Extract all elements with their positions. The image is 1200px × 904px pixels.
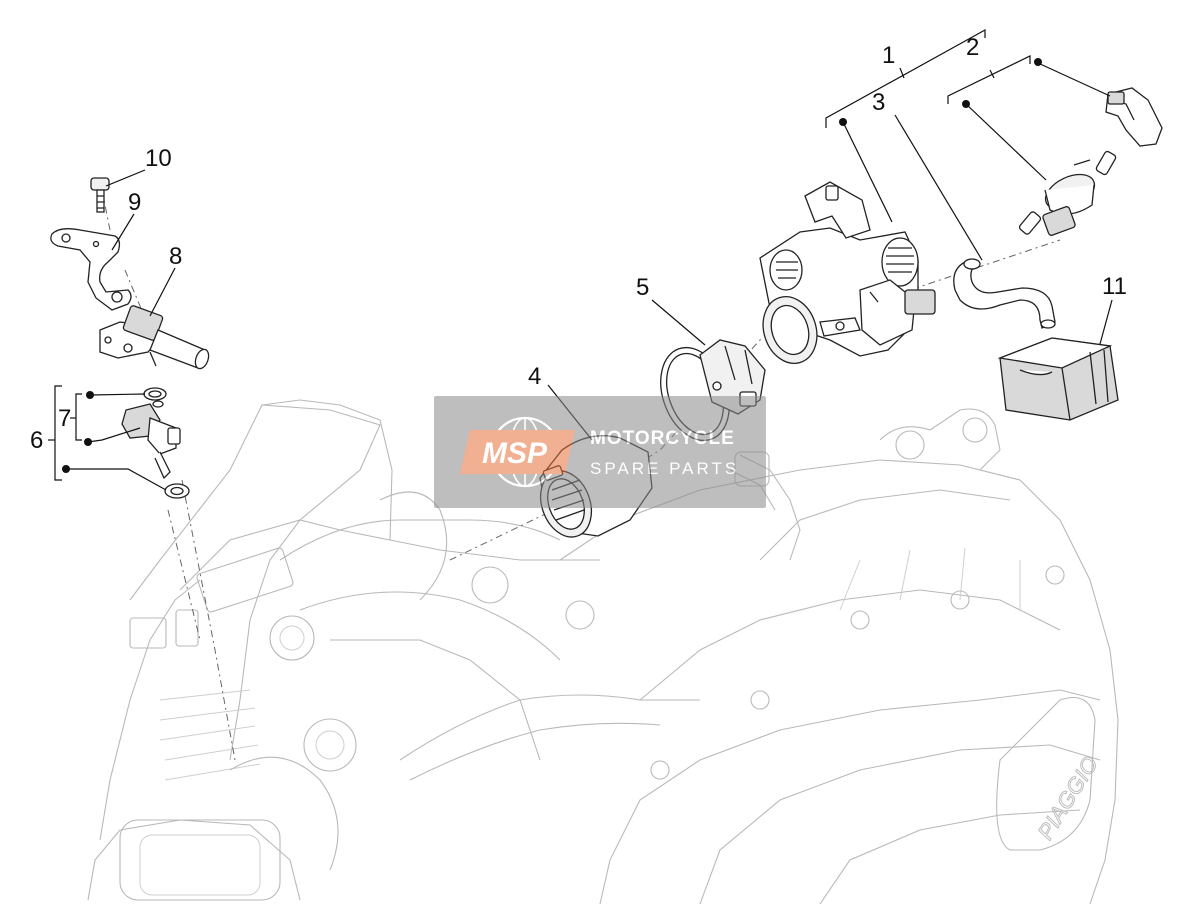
callout-labels: 1 2 3 4 5 6 7 8 9 10 11 (30, 34, 1127, 454)
callout-2: 2 (966, 34, 979, 61)
watermark-badge (460, 430, 575, 474)
part-9-bracket[interactable] (50, 228, 132, 311)
part-11-cover[interactable] (997, 337, 1119, 421)
part-3-hose[interactable] (953, 258, 1056, 329)
part-6-injector[interactable] (121, 400, 181, 480)
engine-logo: PIAGGIO (1033, 752, 1103, 844)
callout-5: 5 (636, 274, 649, 301)
callout-4: 4 (528, 363, 541, 390)
connector-dots (62, 58, 1042, 473)
watermark: MSP MOTORCYCLE SPARE PARTS (434, 396, 766, 508)
part-1-throttle-body[interactable] (755, 181, 936, 370)
part-6-oring-bottom[interactable] (164, 483, 190, 499)
part-2-valve[interactable] (1018, 150, 1117, 236)
watermark-subtitle: SPARE PARTS (590, 459, 739, 478)
callout-3: 3 (872, 89, 885, 116)
callout-7: 7 (58, 405, 71, 432)
part-2-clip[interactable] (1105, 87, 1163, 147)
watermark-title: MOTORCYCLE (590, 428, 735, 449)
callout-11: 11 (1102, 273, 1127, 300)
part-10-bolt[interactable] (90, 177, 110, 213)
leader-lines (48, 28, 1113, 491)
part-8-sensor[interactable] (99, 305, 211, 370)
part-7-oring-top[interactable] (143, 387, 167, 401)
callout-6: 6 (30, 427, 43, 454)
callout-10: 10 (145, 145, 172, 172)
callout-9: 9 (128, 189, 141, 216)
callout-8: 8 (169, 243, 182, 270)
callout-1: 1 (882, 42, 895, 69)
watermark-brand: MSP (482, 437, 548, 470)
